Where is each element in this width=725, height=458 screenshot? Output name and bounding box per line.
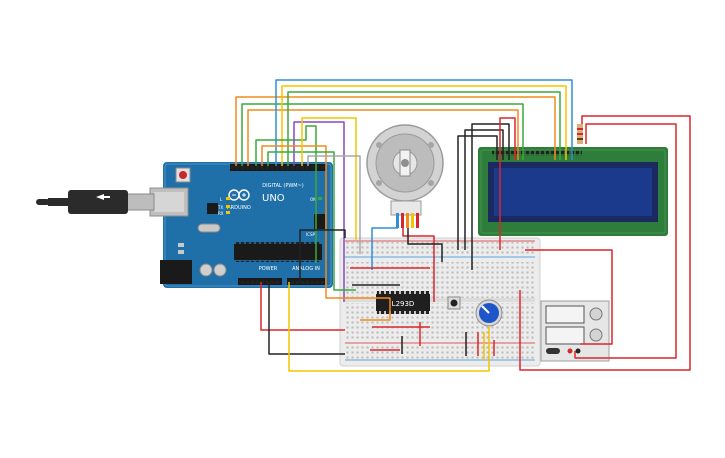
wire-orange-2 xyxy=(247,109,519,166)
wire-red-2 xyxy=(402,228,435,302)
led-l-label: L xyxy=(220,197,223,202)
wire-red-1 xyxy=(260,282,345,331)
lcd-screen xyxy=(494,168,652,216)
wire-green-2 xyxy=(287,91,561,166)
wire-red-10 xyxy=(519,115,691,371)
arduino-model: UNO xyxy=(262,193,285,204)
wire-orange-1 xyxy=(235,96,556,166)
lcd-pins xyxy=(492,150,582,156)
crystal xyxy=(197,223,221,233)
usb-chip xyxy=(207,203,218,214)
wire-black-1 xyxy=(268,282,345,355)
driver-chip[interactable]: L293D xyxy=(376,291,430,314)
icsp-label: ICSP xyxy=(306,232,316,237)
motor-icon[interactable] xyxy=(366,124,444,228)
icsp-header xyxy=(314,214,325,229)
wire-gray-1 xyxy=(307,155,361,254)
wire-green-3 xyxy=(255,125,317,263)
wire-green-1 xyxy=(241,103,524,166)
wire-yellow-2 xyxy=(301,117,357,240)
analog-header-label: ANALOG IN xyxy=(292,266,320,272)
wire-black-2 xyxy=(407,228,443,262)
wire-yellow-3 xyxy=(288,282,490,372)
wire-purple-1 xyxy=(293,121,345,302)
capacitor-1 xyxy=(199,263,213,277)
digital-header-label: DIGITAL (PWM~) xyxy=(262,183,304,189)
wire-black-6 xyxy=(457,135,498,250)
knob-icon[interactable] xyxy=(475,299,503,327)
wire-green-4 xyxy=(267,151,356,291)
arduino-logo-icon xyxy=(228,189,250,201)
arduino-brand: ARDUINO xyxy=(227,205,251,211)
power-header-label: POWER xyxy=(259,266,278,272)
power-jack xyxy=(160,260,192,284)
wires xyxy=(235,79,691,372)
led-on-label: ON xyxy=(310,197,316,202)
wire-orange-3 xyxy=(261,145,391,321)
capacitor-2 xyxy=(213,263,227,277)
wire-red-11 xyxy=(574,123,677,359)
wire-yellow-1 xyxy=(281,85,567,166)
wire-red-9 xyxy=(499,117,516,250)
wire-red-12 xyxy=(525,249,613,345)
usb-plug-icon xyxy=(36,190,155,214)
atmega-chip xyxy=(234,244,322,260)
driver-chip-label: L293D xyxy=(392,300,415,308)
wire-black-9 xyxy=(299,229,346,282)
wire-black-7 xyxy=(464,129,504,250)
lcd-display[interactable] xyxy=(478,124,668,236)
led-tx-label: TX xyxy=(217,205,223,210)
led-rx-label: RX xyxy=(218,211,224,216)
wire-black-8 xyxy=(471,123,510,270)
button-icon[interactable] xyxy=(447,296,461,310)
wire-blue-1 xyxy=(275,79,573,166)
arduino-uno[interactable]: DIGITAL (PWM~) ARDUINO UNO L TX RX ON IC… xyxy=(149,162,333,288)
breadboard xyxy=(339,237,541,367)
wire-blue-2 xyxy=(371,227,398,270)
